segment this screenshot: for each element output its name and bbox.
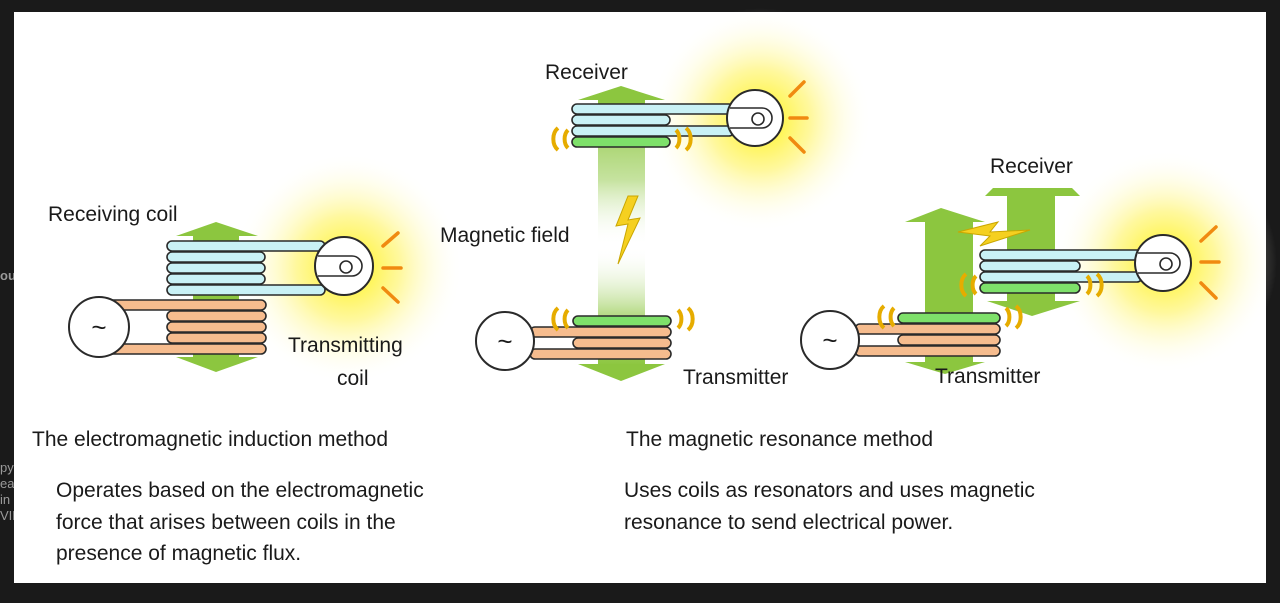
transmitter-coil [854, 312, 1001, 357]
ac-source-icon: ~ [800, 310, 860, 370]
resonance-waves-icon [551, 306, 695, 332]
light-bulb-icon [314, 236, 374, 296]
transmitting-coil-label-line2: coil [337, 367, 369, 390]
receiving-coil-label: Receiving coil [48, 203, 178, 226]
lightning-icon [615, 195, 641, 265]
lightning-icon [957, 221, 1031, 247]
resonance-diagram-vertical: ~ Receiver Magnetic field Transmitter [440, 8, 872, 389]
resonance-waves-icon [551, 126, 693, 152]
induction-description-line: presence of magnetic flux. [56, 542, 301, 565]
background-text-fragment: in [0, 492, 11, 507]
magnetic-field-label: Magnetic field [440, 224, 570, 247]
receiver-coil [571, 103, 735, 148]
transmitter-label: Transmitter [683, 366, 788, 389]
light-rays-icon [381, 231, 403, 304]
ac-source-icon: ~ [68, 296, 130, 358]
background-text-fragment: ea [0, 476, 15, 491]
resonance-waves-icon [959, 272, 1104, 298]
induction-description-line: Operates based on the electromagnetic [56, 479, 424, 502]
light-rays-icon [788, 80, 809, 154]
receiver-label: Receiver [990, 155, 1073, 178]
induction-method-title: The electromagnetic induction method [32, 428, 388, 451]
transmitter-coil [529, 315, 672, 360]
resonance-waves-icon [877, 304, 1023, 330]
background-text-fragment: py [0, 460, 14, 475]
transmitting-coil-label: Transmitting [288, 334, 403, 357]
ac-symbol: ~ [822, 325, 837, 355]
resonance-method-title: The magnetic resonance method [626, 428, 933, 451]
transmitting-coil [107, 299, 267, 355]
light-bulb-icon [726, 89, 784, 147]
resonance-diagram-offset: ~ Receiver Transmitter [800, 150, 1277, 388]
ac-symbol: ~ [91, 312, 106, 342]
transmitter-label: Transmitter [935, 365, 1040, 388]
resonance-description-line: resonance to send electrical power. [624, 511, 953, 534]
resonance-description-line: Uses coils as resonators and uses magnet… [624, 479, 1035, 502]
background-text-fragment: ou [0, 268, 16, 283]
light-bulb-icon [1134, 234, 1192, 292]
ac-symbol: ~ [497, 326, 512, 356]
induction-description-line: force that arises between coils in the [56, 511, 396, 534]
induction-diagram: ~ Receiving coil Transmitting coil [48, 153, 463, 390]
receiving-coil [166, 240, 326, 296]
receiver-label: Receiver [545, 61, 628, 84]
ac-source-icon: ~ [475, 311, 535, 371]
light-rays-icon [1199, 225, 1221, 300]
